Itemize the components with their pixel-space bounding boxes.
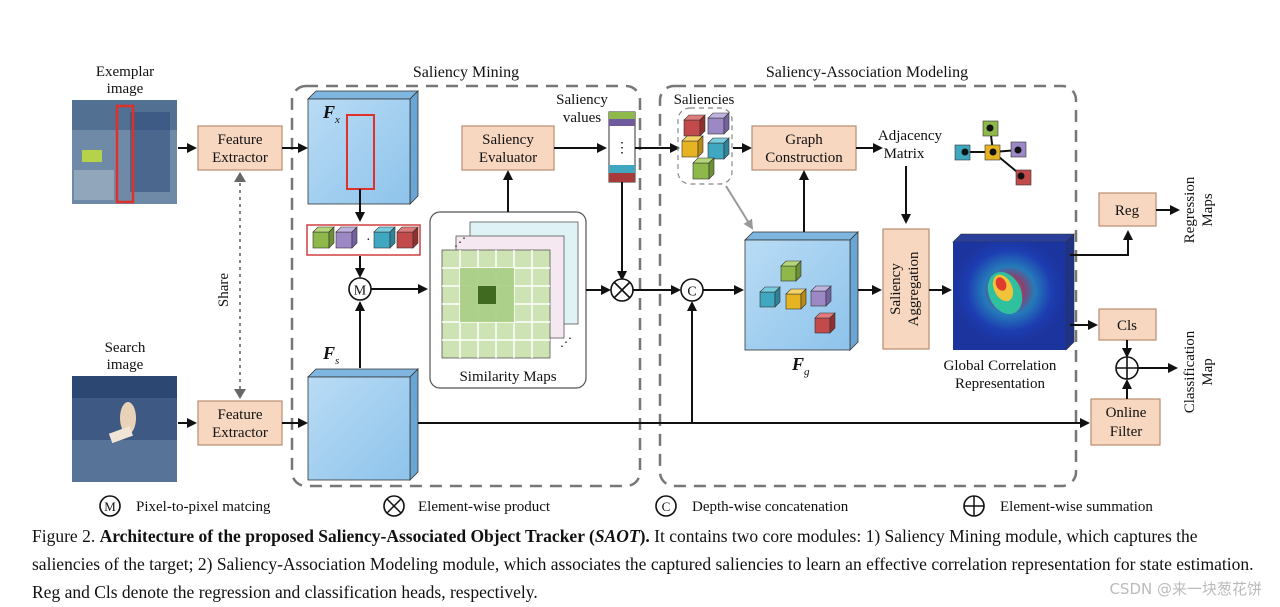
graph-construction	[751, 125, 857, 171]
svg-text:C: C	[662, 499, 671, 514]
fx-label: F	[322, 102, 335, 122]
graph-construction-l1: Graph	[785, 132, 823, 148]
feature-extractor-top-l2: Extractor	[212, 150, 268, 166]
fg-label: F	[791, 354, 804, 374]
fg-feature-map	[744, 231, 859, 351]
fx-sub: x	[334, 114, 340, 126]
graph-structure-icon	[954, 120, 1032, 186]
online-filter-l1: Online	[1106, 405, 1147, 421]
cls-label: Cls	[1117, 318, 1137, 334]
reg-label: Reg	[1115, 203, 1140, 219]
cls-head	[1098, 308, 1157, 341]
saliencies-group	[677, 107, 733, 185]
architecture-diagram: Saliency Mining Saliency-Association Mod…	[72, 64, 1216, 517]
similarity-maps-label: Similarity Maps	[459, 369, 556, 385]
feature-extractor-top-l1: Feature	[218, 132, 263, 148]
saliency-aggregation-l1: Saliency	[888, 263, 904, 315]
fs-sub: s	[335, 355, 339, 367]
search-label-2: image	[107, 357, 144, 373]
search-image	[72, 376, 177, 482]
exemplar-image	[72, 100, 177, 204]
caption-lead: Figure 2.	[32, 526, 100, 546]
saliency-evaluator-l2: Evaluator	[479, 150, 537, 166]
exemplar-label-2: image	[107, 81, 144, 97]
legend: M Pixel-to-pixel matcing Element-wise pr…	[99, 495, 1153, 517]
vector-dots: ⋮	[615, 141, 629, 156]
saliency-aggregation-l2: Aggregation	[906, 251, 922, 326]
search-label-1: Search	[105, 340, 146, 356]
exemplar-label-1: Exemplar	[96, 64, 154, 80]
regression-maps-l1: Regression	[1182, 176, 1198, 243]
online-filter	[1090, 398, 1161, 446]
caption-acronym: SAOT	[594, 526, 640, 546]
classification-map-l1: Classification	[1182, 330, 1198, 413]
regression-maps-l2: Maps	[1200, 193, 1216, 226]
feature-extractor-bottom-l2: Extractor	[212, 425, 268, 441]
online-filter-l2: Filter	[1110, 424, 1143, 440]
global-corr-l1: Global Correlation	[944, 358, 1057, 374]
saliency-evaluator-l1: Saliency	[482, 132, 534, 148]
similarity-map-stack: ⋰ ⋰	[441, 221, 579, 359]
figure-caption: Figure 2. Architecture of the proposed S…	[32, 522, 1254, 606]
fx-feature-map	[307, 90, 419, 205]
saliency-mining-title: Saliency Mining	[413, 64, 519, 81]
saliency-values-l2: values	[563, 110, 601, 126]
element-wise-product-operator	[610, 278, 634, 302]
pixel-matching-symbol: M	[354, 284, 367, 299]
caption-title: Architecture of the proposed Saliency-As…	[99, 526, 650, 546]
share-label: Share	[216, 273, 232, 307]
svg-text:M: M	[104, 499, 116, 514]
classification-map-l2: Map	[1200, 358, 1216, 386]
element-wise-sum-operator	[1115, 356, 1139, 380]
svg-text:⋰: ⋰	[560, 335, 572, 349]
fg-sub: g	[804, 366, 810, 378]
adjacency-matrix-l1: Adjacency	[878, 128, 943, 144]
saliency-cubes	[681, 112, 730, 180]
saliency-values-l1: Saliency	[556, 92, 608, 108]
global-correlation-map	[952, 233, 1075, 351]
saliencies-label: Saliencies	[674, 92, 735, 108]
feature-extractor-bottom-l1: Feature	[218, 407, 263, 423]
token-cubes: · ·	[312, 226, 419, 249]
association-title: Saliency-Association Modeling	[766, 64, 968, 81]
adjacency-matrix-l2: Matrix	[884, 146, 925, 162]
concatenation-symbol: C	[687, 285, 696, 300]
legend-concat-text: Depth-wise concatenation	[692, 499, 849, 515]
saliency-evaluator	[461, 125, 555, 171]
watermark: CSDN @来一块葱花饼	[1109, 580, 1262, 598]
graph-construction-l2: Construction	[765, 150, 843, 166]
legend-product-text: Element-wise product	[418, 499, 551, 515]
fs-feature-map	[307, 368, 419, 481]
global-corr-l2: Representation	[955, 376, 1045, 392]
svg-text:⋰: ⋰	[454, 235, 466, 249]
fs-label: F	[322, 343, 335, 363]
saliency-mining-region	[290, 84, 642, 488]
legend-matching-text: Pixel-to-pixel matcing	[136, 499, 271, 515]
legend-sum-text: Element-wise summation	[1000, 499, 1153, 515]
caption-body: It contains two core modules: 1) Salienc…	[32, 526, 1254, 602]
